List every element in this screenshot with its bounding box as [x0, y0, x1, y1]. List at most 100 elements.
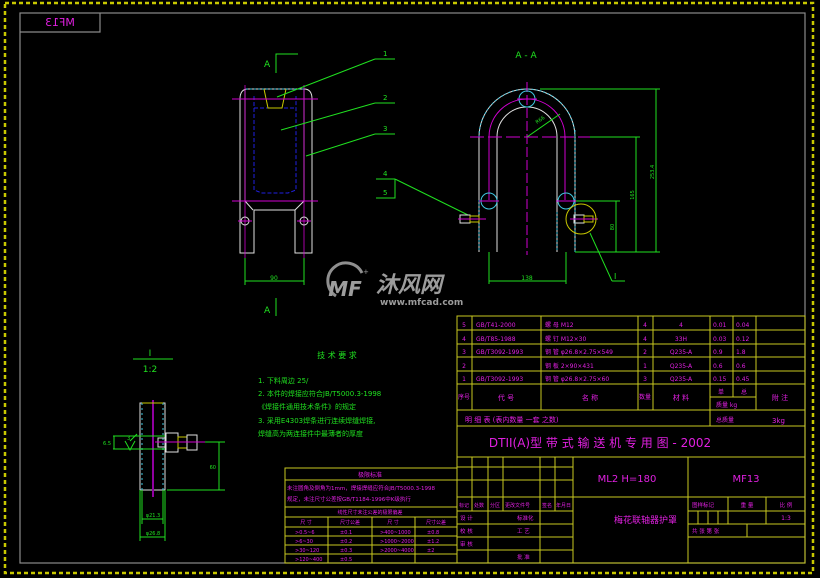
bom-material: Q235-A	[670, 349, 693, 356]
tolerance-note-2: 规定，未注尺寸公差按GB/T1184-1996中K级执行	[287, 495, 411, 503]
total-mass-value: 3kg	[772, 417, 785, 425]
stage-label: 图样标记	[692, 501, 715, 509]
drawing-code: MF13	[732, 474, 759, 485]
tolerance-cell: ±0.3	[340, 548, 352, 554]
dim-radius: R66	[535, 115, 547, 126]
bom-header-material: 材 料	[673, 393, 689, 402]
scale-label: 比 例	[780, 501, 793, 509]
bom-header-code: 代 号	[498, 393, 514, 402]
tech-item-4: 3. 采用E4303焊条进行连续焊缝焊接,	[258, 416, 375, 425]
bom-unit-mass: 0.15	[713, 376, 727, 383]
mfcad-logo-icon: MF +	[326, 261, 369, 301]
detail-scale: 1:2	[143, 365, 157, 375]
watermark-url: www.mfcad.com	[380, 298, 463, 308]
detail-view: I 1:2 6.5 3 60 φ21.3 φ26.8	[103, 349, 225, 541]
tech-item-1: 1. 下料周边 25/	[258, 376, 309, 385]
dim-detail-inner: φ21.3	[146, 513, 160, 519]
detail-title: I	[149, 349, 152, 359]
section-title: A - A	[515, 51, 537, 61]
tolerance-cell: >1000~2000	[380, 539, 414, 545]
bom-total-mass: 0.6	[736, 363, 746, 370]
bom-header-total: 总	[741, 388, 747, 396]
dim-section-width: 138	[521, 275, 533, 282]
role-check: 校 核	[460, 527, 473, 535]
bom-rows: 5 GB/T41-2000 螺 母 M12 4 4 0.01 0.04 4 GB…	[458, 321, 788, 425]
bom-no: 5	[462, 322, 466, 329]
bom-total-mass: 0.04	[736, 322, 750, 329]
title-block: DTII(A)型 带 式 输 送 机 专 用 图 - 2002 ML2 H=18…	[459, 435, 793, 561]
detail-callout: I	[614, 272, 616, 281]
mirrored-code: MF13	[45, 16, 75, 29]
tolerance-cell: >6~30	[295, 539, 313, 545]
tolerance-header: 尺寸公差	[426, 519, 446, 526]
dim-detail-left: 6.5	[103, 441, 111, 447]
part-name: 梅花联轴器护罩	[614, 514, 677, 526]
role-approve: 批 准	[517, 553, 530, 561]
bom-code: GB/T85-1988	[476, 336, 516, 343]
rev-header: 签名	[542, 502, 552, 509]
model-label: ML2 H=180	[598, 474, 657, 485]
weight-label: 重 量	[741, 501, 754, 509]
section-marker-bottom: A	[264, 306, 271, 316]
bom-code: GB/T41-2000	[476, 322, 516, 329]
tech-title: 技 术 要 求	[317, 350, 357, 360]
bom-qty: 2	[643, 349, 647, 356]
dim-detail-outer: φ26.8	[146, 531, 160, 537]
bom-name: 钢 管 φ26.8×2.75×549	[545, 348, 613, 356]
bom-no: 4	[462, 336, 466, 343]
role-process: 工 艺	[517, 528, 530, 535]
bom-unit-mass: 0.9	[713, 349, 723, 356]
dim-detail-height: 60	[210, 465, 216, 471]
bom-row: 2 钢 板 2×90×431 1 Q235-A 0.6 0.6	[462, 362, 746, 370]
tech-item-2: 2. 本件的焊接应符合JB/T5000.3-1998	[258, 389, 381, 398]
bom-row: 1 GB/T3092-1993 钢 管 φ26.8×2.75×60 3 Q235…	[462, 375, 749, 383]
bom-unit-mass: 0.01	[713, 322, 727, 329]
bom-row: 5 GB/T41-2000 螺 母 M12 4 4 0.01 0.04	[462, 321, 749, 329]
weld-symbol-value: 3	[127, 436, 130, 442]
bom-header-remark: 附 注	[772, 393, 788, 402]
bom-qty: 4	[643, 322, 647, 329]
tolerance-header: 尺寸公差	[340, 519, 360, 526]
rev-header: 分区	[490, 502, 500, 509]
rev-header: 处数	[474, 502, 484, 509]
tolerance-header: 尺 寸	[300, 519, 312, 526]
tolerance-note-1: 未注圆角及倒角为1mm，焊接焊缝应符合JB/T5000.3-1998	[287, 484, 436, 492]
callout-4: 4	[383, 170, 388, 178]
tech-requirements: 技 术 要 求 1. 下料周边 25/ 2. 本件的焊接应符合JB/T5000.…	[258, 350, 381, 438]
sheet-label: 共 张 第 张	[692, 527, 720, 535]
tech-item-3: 《焊接件通用技术条件》的规定	[258, 402, 356, 411]
bom-qty: 1	[643, 363, 647, 370]
bom-material: 33H	[675, 336, 687, 343]
bom-material: Q235-A	[670, 376, 693, 383]
tech-item-5: 焊缝高为两连接件中最薄者的厚度	[258, 429, 363, 438]
rev-header: 年月日	[556, 502, 571, 509]
tolerance-cell: >30~120	[295, 548, 319, 554]
tolerance-cell: >2000~4000	[380, 548, 414, 554]
tolerance-cell: ±0.5	[340, 557, 352, 563]
bom-qty: 3	[643, 376, 647, 383]
outer-frame	[3, 1, 815, 575]
bom-code: GB/T3092-1993	[476, 376, 523, 383]
callout-2: 2	[383, 94, 387, 102]
tolerance-cell: >120~400	[295, 557, 322, 563]
callout-1: 1	[383, 50, 387, 58]
svg-text:+: +	[363, 268, 369, 276]
watermark: MF + 沐风网 www.mfcad.com	[326, 261, 463, 308]
callout-5: 5	[383, 189, 387, 197]
bom-material: Q235-A	[670, 363, 693, 370]
role-standard: 标准化	[517, 514, 534, 522]
dim-low-height: 80	[610, 224, 616, 230]
dim-front-width: 90	[270, 275, 278, 282]
tolerance-cell: ±0.1	[340, 530, 352, 536]
bom-unit-mass: 0.6	[713, 363, 723, 370]
tolerance-cell: ±0.8	[427, 530, 439, 536]
tolerance-table	[284, 467, 458, 564]
rev-header: 标记	[459, 502, 469, 509]
bom-name: 螺 母 M12	[545, 321, 574, 329]
bom-total-mass: 0.12	[736, 336, 750, 343]
tolerance-cell: ±2	[427, 548, 434, 554]
bom-header-no: 序号	[458, 393, 470, 401]
dim-mid-height: 165	[630, 190, 636, 200]
bom-material: 4	[679, 322, 683, 329]
bom-table-lines	[456, 315, 806, 564]
